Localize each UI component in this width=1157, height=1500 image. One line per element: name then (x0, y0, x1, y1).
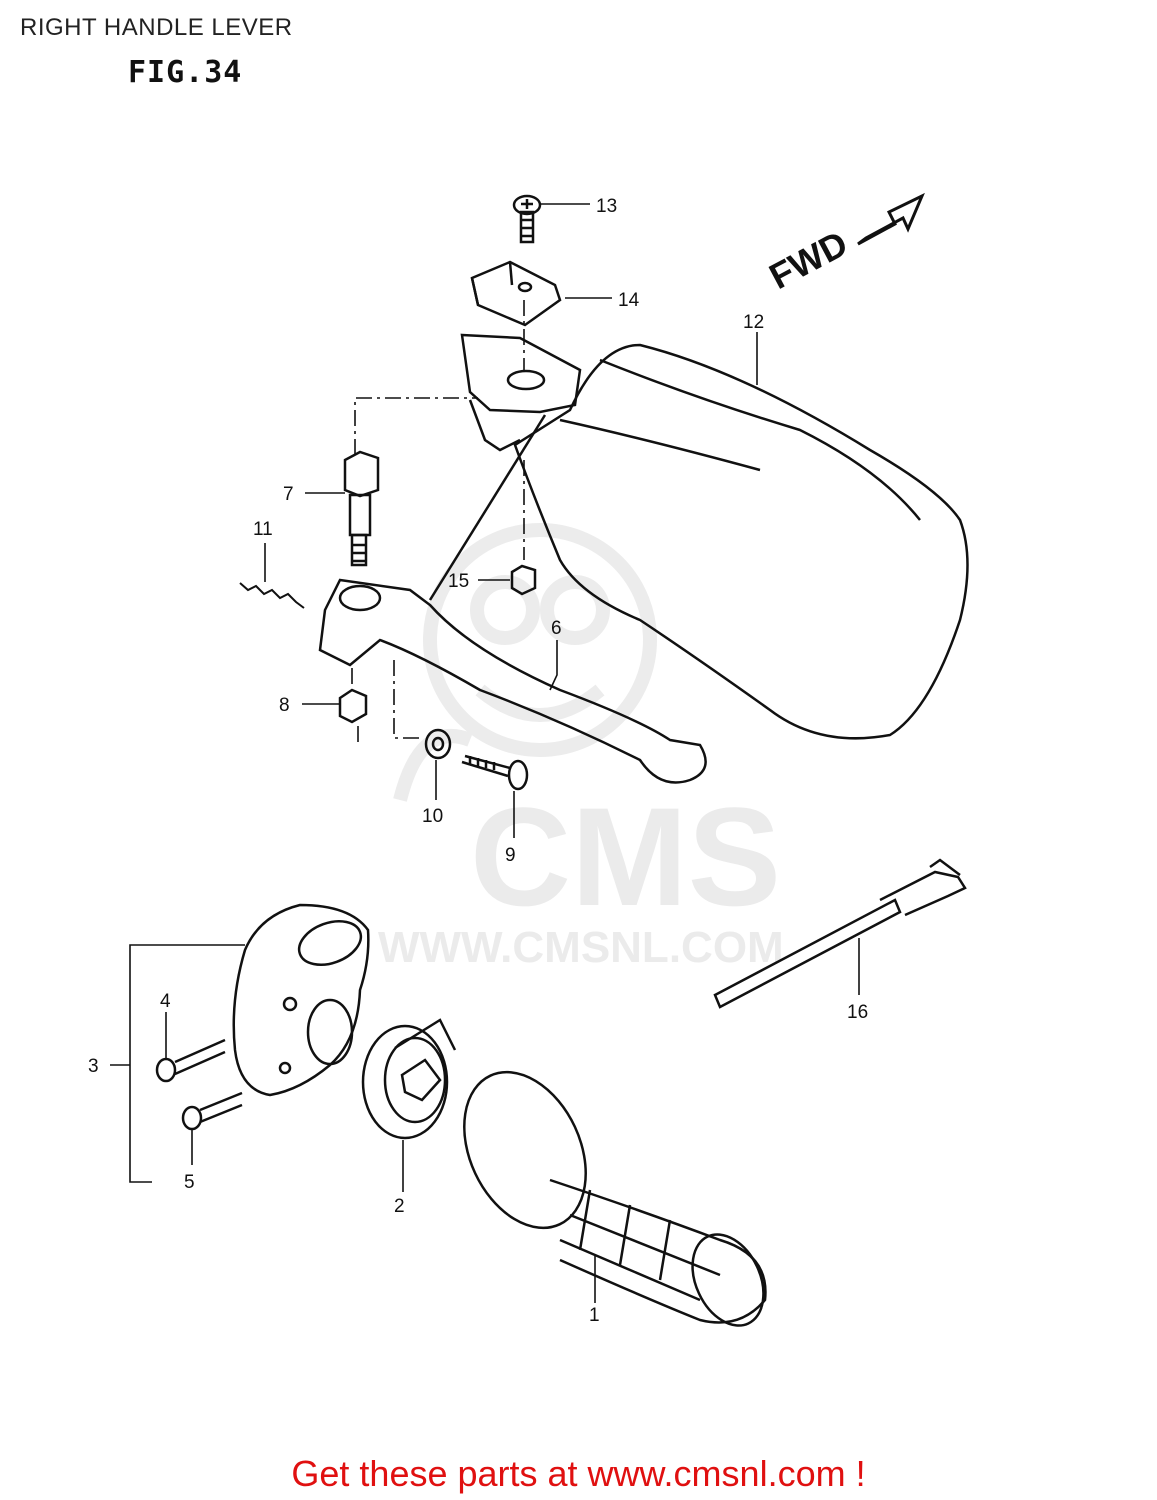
fwd-arrow-icon (857, 192, 925, 246)
callout-15: 15 (448, 571, 469, 592)
watermark-mascot (393, 523, 657, 802)
callout-labels: 13 14 12 7 11 15 6 8 10 9 16 4 3 5 2 1 (88, 196, 868, 1326)
leader-lines (110, 203, 860, 1303)
part-12-hand-guard (513, 343, 969, 740)
fwd-label: FWD (763, 222, 855, 297)
part-13-screw (512, 194, 542, 244)
part-6-lever (318, 414, 707, 784)
callout-5: 5 (184, 1172, 195, 1193)
part-7-bolt (343, 450, 380, 567)
watermark-brand: CMS (470, 778, 781, 935)
callout-2: 2 (394, 1196, 405, 1217)
part-1-grip (463, 1070, 767, 1327)
part-15-nut (510, 564, 537, 596)
part-16-cable-tie (713, 858, 967, 1009)
figure-label: FIG.34 (128, 55, 243, 90)
part-14-clamp-bracket (460, 260, 582, 452)
callout-14: 14 (618, 290, 640, 311)
callout-13: 13 (596, 196, 617, 217)
part-8-nut (338, 688, 368, 724)
callout-16: 16 (847, 1002, 868, 1023)
part-10-nut (424, 728, 452, 760)
callout-6: 6 (551, 618, 562, 639)
part-11-spring (239, 582, 305, 609)
callout-9: 9 (505, 845, 516, 866)
page-title: RIGHT HANDLE LEVER (20, 14, 293, 41)
part-3-throttle-housing (232, 903, 370, 1097)
callout-3: 3 (88, 1056, 99, 1077)
callout-7: 7 (283, 484, 294, 505)
part-2-throttle-pulley (361, 1018, 457, 1140)
get-parts-link[interactable]: Get these parts at www.cmsnl.com ! (291, 1453, 866, 1494)
callout-10: 10 (422, 806, 443, 827)
part-9-screw (461, 754, 529, 791)
fwd-direction-marker: FWD (763, 192, 925, 297)
watermark: CMS WWW.CMSNL.COM (378, 523, 784, 972)
callout-8: 8 (279, 695, 290, 716)
callout-1: 1 (589, 1305, 600, 1326)
callout-12: 12 (743, 312, 764, 333)
callout-11: 11 (253, 519, 273, 540)
part-4-screw (155, 1038, 226, 1083)
callout-4: 4 (160, 991, 171, 1012)
watermark-url: WWW.CMSNL.COM (378, 923, 784, 972)
part-5-screw (181, 1091, 243, 1131)
